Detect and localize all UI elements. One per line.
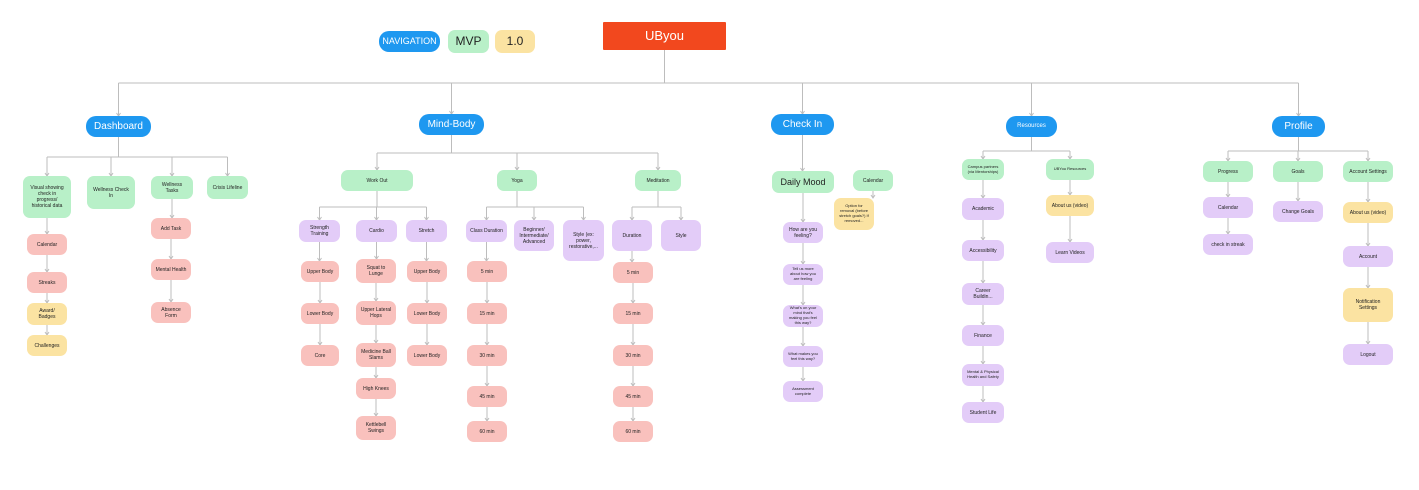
check-in-question-4: What makes you feel this way? — [783, 346, 823, 367]
dashboard-awards-badges: Award/ Badges — [27, 303, 67, 325]
mind-body-meditation: Meditation — [635, 170, 681, 191]
connector-arrow-79 — [870, 194, 876, 199]
stretch-lower-body-1: Lower Body — [407, 303, 447, 324]
check-in-question-2: Tell us more about how you are feeling — [783, 264, 823, 285]
yoga-duration-60: 60 min — [467, 421, 507, 442]
legend-navigation: NAVIGATION — [379, 31, 440, 52]
legend-version: 1.0 — [495, 30, 535, 53]
cardio-squat-to-lunge: Squat to Lunge — [356, 259, 396, 283]
workout-stretch: Stretch — [406, 220, 447, 242]
yoga-duration-45: 45 min — [467, 386, 507, 407]
mind-body-yoga: Yoga — [497, 170, 537, 191]
nav-mind-body[interactable]: Mind-Body — [419, 114, 484, 135]
stretch-lower-body-2: Lower Body — [407, 345, 447, 366]
yoga-duration-15: 15 min — [467, 303, 507, 324]
meditation-duration-60: 60 min — [613, 421, 653, 442]
workout-strength-training: Strength Training — [299, 220, 340, 242]
cardio-medicine-ball-slams: Medicine Ball Slams — [356, 343, 396, 367]
profile-account-settings: Account Settings — [1343, 161, 1393, 182]
strength-upper-body: Upper Body — [301, 261, 339, 282]
meditation-duration-45: 45 min — [613, 386, 653, 407]
strength-lower-body: Lower Body — [301, 303, 339, 324]
app-title: UByou — [603, 22, 726, 50]
dashboard-wellness-check-in: Wellness Check In — [87, 176, 135, 209]
nav-dashboard[interactable]: Dashboard — [86, 116, 151, 137]
profile-about-us-video: About us (video) — [1343, 202, 1393, 223]
resources-student-life: Student Life — [962, 402, 1004, 423]
profile-change-goals: Change Goals — [1273, 201, 1323, 222]
meditation-duration-30: 30 min — [613, 345, 653, 366]
check-in-calendar-note: Option for removal (before stretch goals… — [834, 198, 874, 230]
yoga-style: Style (ex: power, restorative,... — [563, 220, 604, 261]
meditation-duration-15: 15 min — [613, 303, 653, 324]
yoga-level: Beginner/ Intermediate/ Advanced — [514, 220, 554, 251]
resources-about-us-video: About us (video) — [1046, 195, 1094, 216]
cardio-high-knees: High Knees — [356, 378, 396, 399]
meditation-style: Style — [661, 220, 701, 251]
check-in-daily-mood: Daily Mood — [772, 171, 834, 193]
dashboard-visual-progress: Visual showing check in progress/ histor… — [23, 176, 71, 218]
resources-mental-physical-health: Mental & Physical Health and Safety — [962, 364, 1004, 386]
profile-calendar: Calendar — [1203, 197, 1253, 218]
resources-academic: Academic — [962, 198, 1004, 220]
check-in-assessment-complete: Assessment complete — [783, 381, 823, 402]
resources-ubyou: UBYou Resources — [1046, 159, 1094, 180]
dashboard-streaks: Streaks — [27, 272, 67, 293]
dashboard-absence-form: Absence Form — [151, 302, 191, 323]
yoga-duration-5: 5 min — [467, 261, 507, 282]
stretch-upper-body: Upper Body — [407, 261, 447, 282]
profile-progress: Progress — [1203, 161, 1253, 182]
resources-campus-partners: Campus partners (via Mentorships) — [962, 159, 1004, 180]
dashboard-calendar: Calendar — [27, 234, 67, 255]
dashboard-mental-health: Mental Health — [151, 259, 191, 280]
yoga-duration-30: 30 min — [467, 345, 507, 366]
check-in-question-3: What's on your mind that's making you fe… — [783, 305, 823, 327]
workout-cardio: Cardio — [356, 220, 397, 242]
check-in-question-1: How are you feeling? — [783, 222, 823, 243]
profile-account: Account — [1343, 246, 1393, 267]
meditation-duration: Duration — [612, 220, 652, 251]
nav-profile[interactable]: Profile — [1272, 116, 1325, 137]
resources-accessibility: Accessibility — [962, 240, 1004, 261]
resources-finance: Finance — [962, 325, 1004, 346]
dashboard-add-task: Add Task — [151, 218, 191, 239]
resources-learn-videos: Learn Videos — [1046, 242, 1094, 263]
dashboard-crisis-lifeline: Crisis Lifeline — [207, 176, 248, 199]
legend-mvp: MVP — [448, 30, 489, 53]
profile-notification-settings: Notification Settings — [1343, 288, 1393, 322]
dashboard-challenges: Challenges — [27, 335, 67, 356]
nav-resources[interactable]: Resources — [1006, 116, 1057, 137]
resources-career-building: Career Buildin... — [962, 283, 1004, 305]
cardio-kettlebell-swings: Kettlebell Swings — [356, 416, 396, 440]
mind-body-work-out: Work Out — [341, 170, 413, 191]
profile-check-in-streak: check in streak — [1203, 234, 1253, 255]
check-in-calendar: Calendar — [853, 170, 893, 191]
cardio-upper-lateral-hops: Upper Lateral Hops — [356, 301, 396, 325]
nav-check-in[interactable]: Check In — [771, 114, 834, 135]
profile-logout: Logout — [1343, 344, 1393, 365]
strength-core: Core — [301, 345, 339, 366]
profile-goals: Goals — [1273, 161, 1323, 182]
dashboard-wellness-tasks: Wellness Tasks — [151, 176, 193, 199]
meditation-duration-5: 5 min — [613, 262, 653, 283]
yoga-class-duration: Class Duration — [466, 220, 507, 242]
